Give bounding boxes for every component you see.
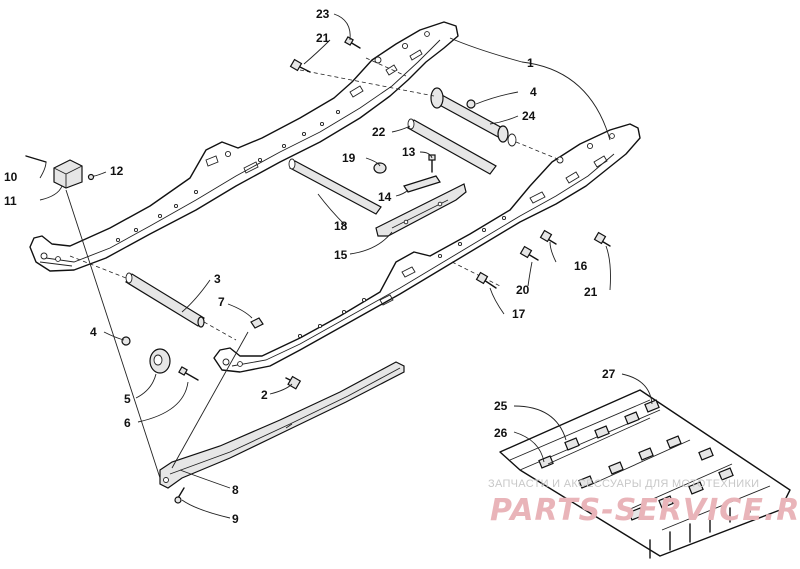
- callout-3: 3: [214, 272, 221, 286]
- callout-25: 25: [494, 399, 508, 413]
- callout-6: 6: [124, 416, 131, 430]
- callout-12: 12: [110, 164, 124, 178]
- callout-20: 20: [516, 283, 530, 297]
- hardware: [25, 36, 611, 504]
- callout-24: 24: [522, 109, 536, 123]
- track: [499, 389, 791, 559]
- callout-4a: 4: [530, 85, 537, 99]
- callout-1: 1: [527, 56, 534, 70]
- shaft-18: [288, 158, 382, 215]
- callout-15: 15: [334, 248, 348, 262]
- callout-22: 22: [372, 125, 386, 139]
- shaft-3: [125, 272, 205, 328]
- callout-14: 14: [378, 190, 392, 204]
- watermark: ЗАПЧАСТИ И АКСЕССУАРЫ ДЛЯ МОТОТЕХНИКИ PA…: [488, 478, 800, 528]
- bracket-15: [375, 183, 467, 237]
- watermark-tagline: ЗАПЧАСТИ И АКСЕССУАРЫ ДЛЯ МОТОТЕХНИКИ: [488, 478, 759, 490]
- callout-27: 27: [602, 367, 616, 381]
- rear-axle: [299, 69, 561, 161]
- watermark-logo: PARTS-SERVICE.RU: [490, 493, 800, 528]
- callout-19: 19: [342, 151, 356, 165]
- callout-21a: 21: [316, 31, 330, 45]
- right-rail: [213, 123, 641, 373]
- callout-23: 23: [316, 7, 330, 21]
- callout-10: 10: [4, 170, 18, 184]
- callout-2: 2: [261, 388, 268, 402]
- bracket-14: [403, 175, 441, 193]
- callout-17: 17: [512, 307, 526, 321]
- callout-26: 26: [494, 426, 508, 440]
- callout-16: 16: [574, 259, 588, 273]
- leader-lines: [39, 13, 653, 519]
- left-rail: [29, 21, 459, 272]
- callout-21b: 21: [584, 285, 598, 299]
- callout-13: 13: [402, 145, 416, 159]
- callouts: 1 2 3 4 4 5 6 7 8 9 10 11 12 13 14 15 16…: [4, 7, 616, 526]
- callout-5: 5: [124, 392, 131, 406]
- callout-9: 9: [232, 512, 239, 526]
- callout-7: 7: [218, 295, 225, 309]
- callout-18: 18: [334, 219, 348, 233]
- callout-8: 8: [232, 483, 239, 497]
- slide: [159, 361, 405, 489]
- callout-11: 11: [4, 194, 17, 208]
- callout-4b: 4: [90, 325, 97, 339]
